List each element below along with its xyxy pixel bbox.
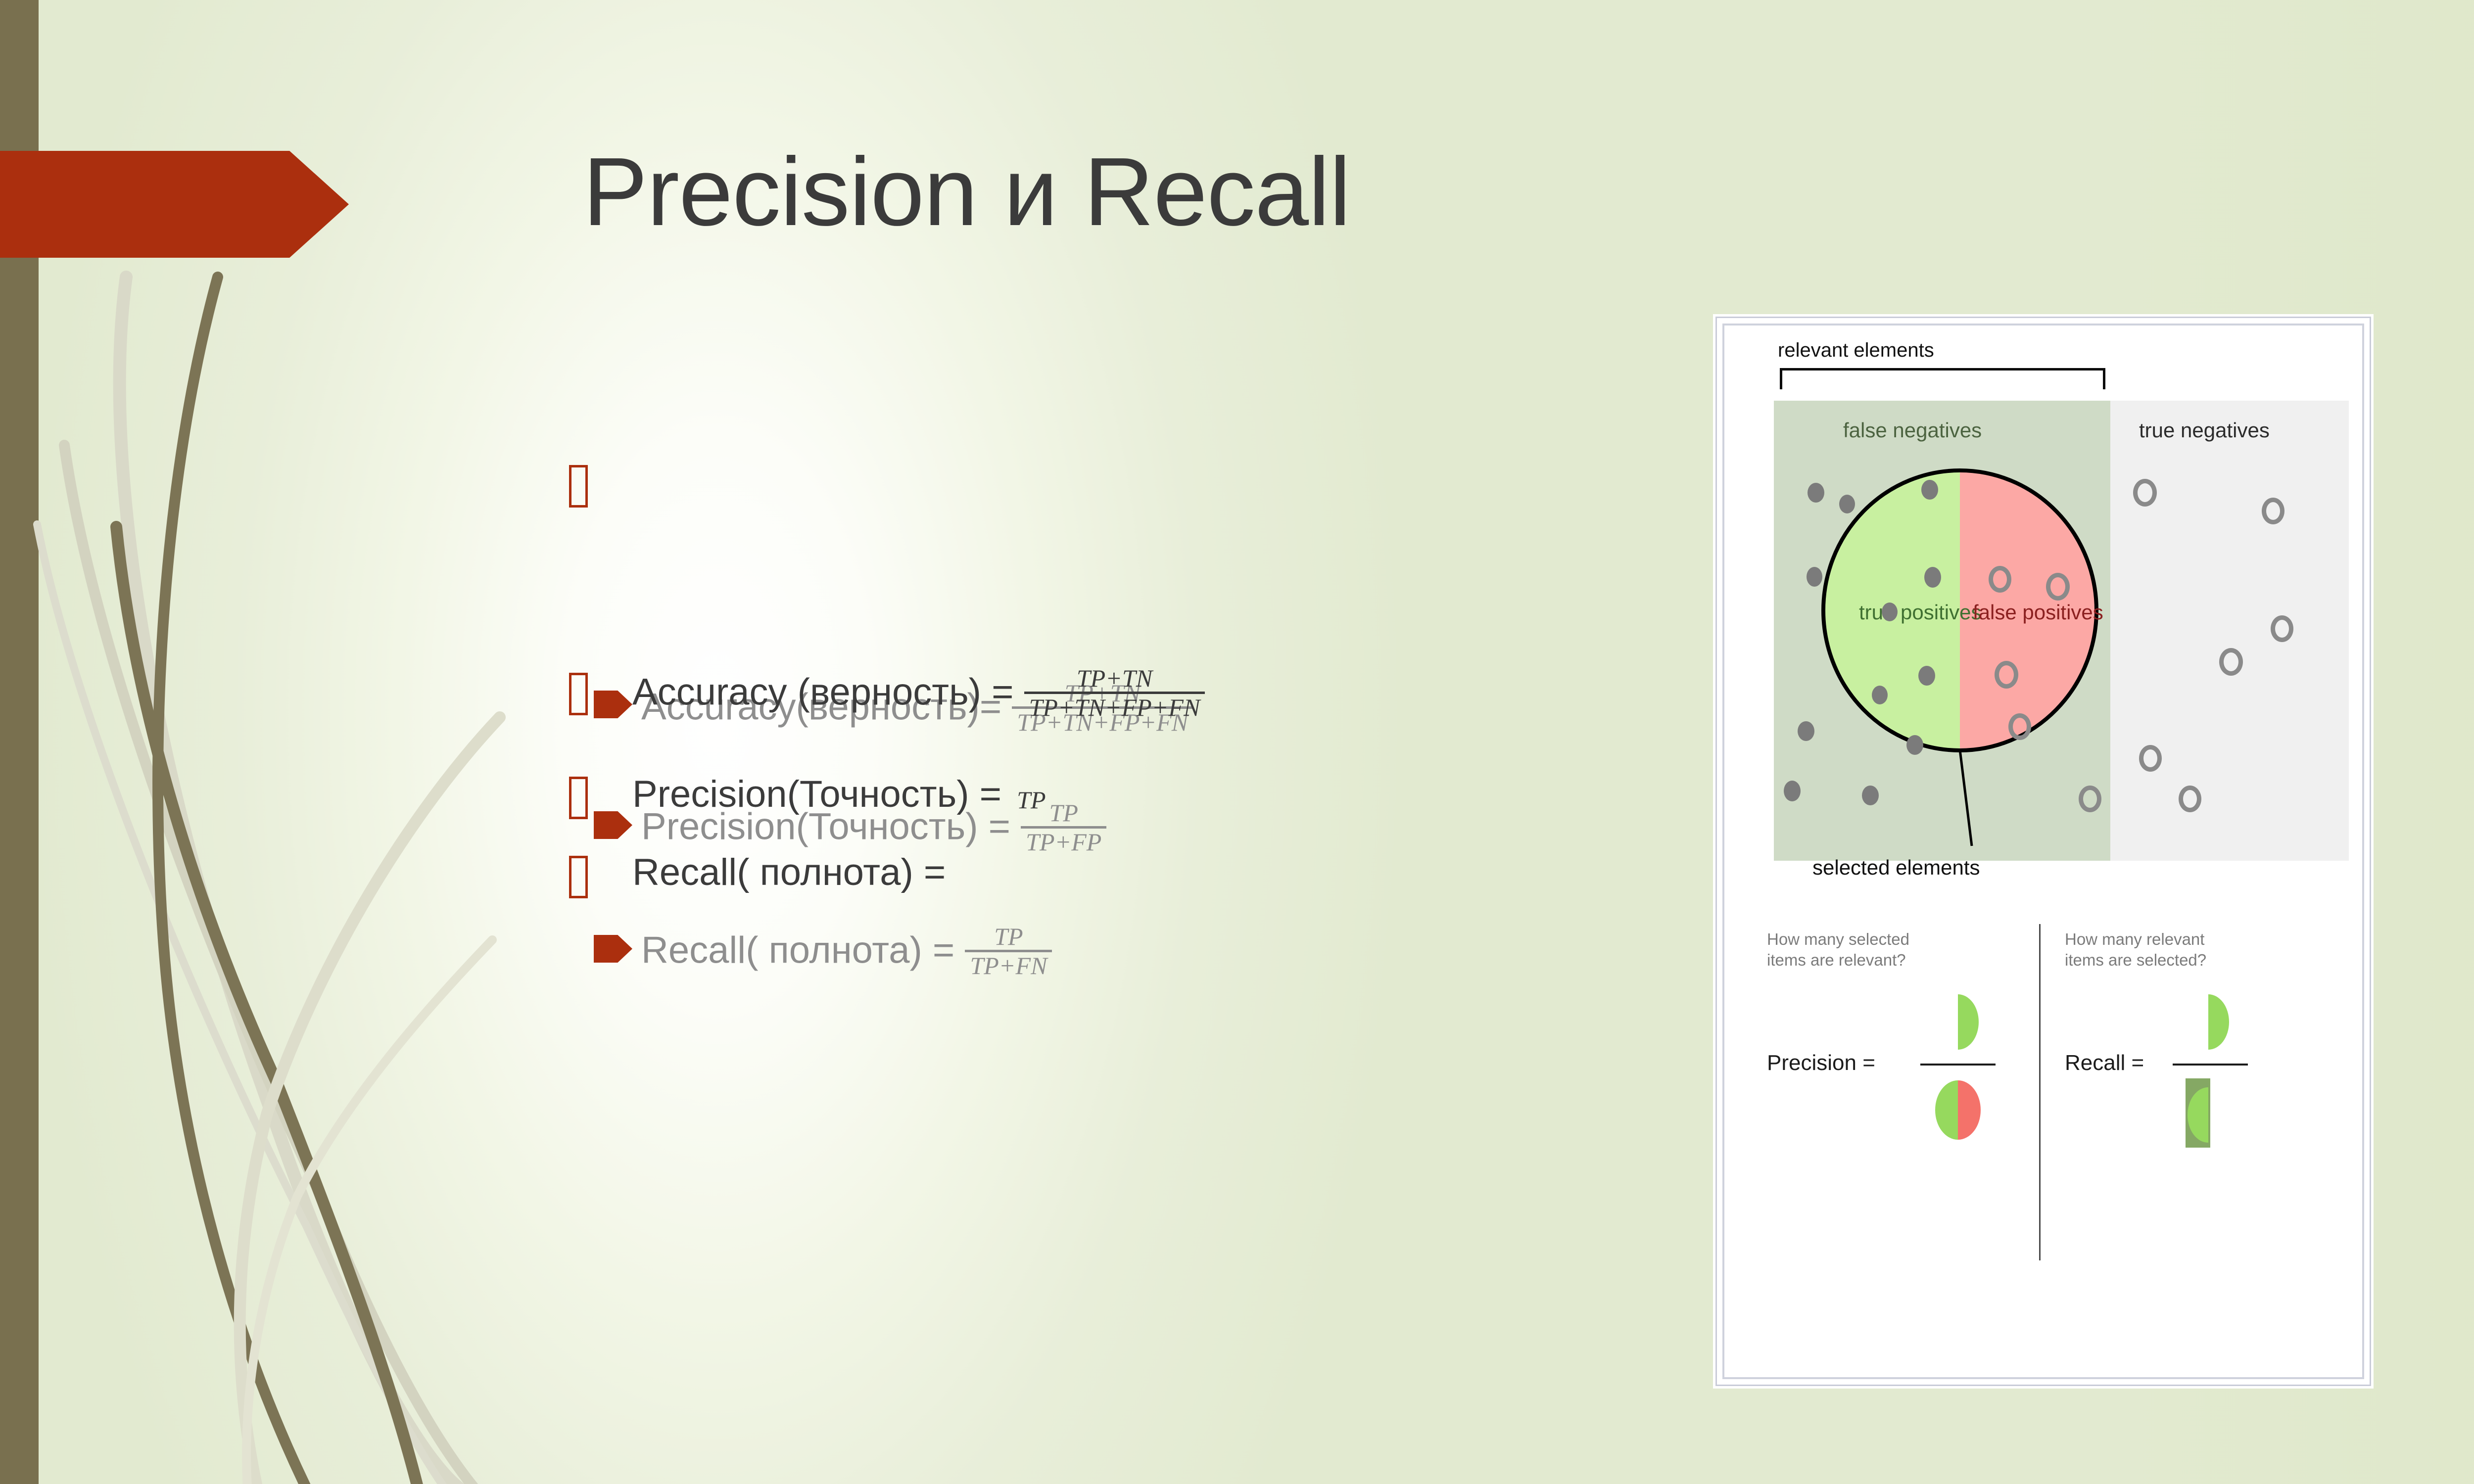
- irrelevant-band: [2110, 401, 2349, 861]
- recall-question-line1: How many relevant: [2065, 930, 2205, 948]
- relevant-item-dot: [1839, 495, 1855, 513]
- recall-label-ghost: Recall( полнота) = TP TP+FN: [641, 923, 1052, 981]
- relevant-item-dot: [1924, 567, 1941, 588]
- denominator-split-ellipse: [1935, 1080, 1981, 1140]
- precision-numerator: TP: [1017, 786, 1046, 814]
- accuracy-denominator-ghost: TP+TN+FP+FN: [1012, 706, 1193, 736]
- diagram-inner-border: relevant elements false negatives true n…: [1722, 324, 2364, 1379]
- missing-glyph-box-2: [569, 777, 588, 819]
- recall-numerator-ghost: TP: [994, 923, 1023, 950]
- selected-elements-callout: selected elements: [1812, 856, 1980, 879]
- false-positives-label: false positives: [1973, 601, 2103, 624]
- recall-question-line2: items are selected?: [2065, 951, 2207, 969]
- relevant-item-dot: [1807, 567, 1822, 587]
- irrelevant-item-ring: [2079, 786, 2101, 812]
- relevant-item-dot: [1798, 721, 1814, 741]
- panel-divider: [2039, 924, 2041, 1260]
- accuracy-label: Accuracy (верность) = TP+TN TP+TN+FP+FN: [632, 664, 1205, 723]
- irrelevant-item-ring: [2271, 615, 2293, 642]
- precision-label-ghost: Precision(Точность) = TP TP+FP: [641, 799, 1107, 857]
- page-title: Precision и Recall: [583, 138, 1351, 246]
- denominator-green-half: [2188, 1087, 2208, 1143]
- recall-denominator-ghost: TP+FN: [965, 950, 1052, 979]
- precision-question-line1: How many selected: [1767, 930, 1909, 948]
- precision-question-line2: items are relevant?: [1767, 951, 1906, 969]
- missing-glyph-box-1: [569, 673, 588, 715]
- precision-formula-label: Precision =: [1767, 1051, 1875, 1075]
- irrelevant-item-ring: [2046, 573, 2070, 601]
- numerator-green-half: [2208, 994, 2229, 1050]
- title-accent-banner: [0, 151, 349, 258]
- relevant-item-dot: [1784, 781, 1801, 801]
- precision-numerator-ghost: TP: [1049, 799, 1078, 827]
- relevant-elements-label: relevant elements: [1778, 339, 1934, 361]
- precision-label: Precision(Точность) = TP: [632, 773, 1051, 816]
- recall-formula-label: Recall =: [2065, 1051, 2144, 1075]
- false-negatives-label: false negatives: [1843, 418, 1982, 442]
- irrelevant-item-ring: [2008, 713, 2031, 740]
- irrelevant-item-ring: [2219, 648, 2243, 676]
- irrelevant-item-ring: [1989, 566, 2011, 593]
- relevant-elements-bracket: [1780, 368, 2105, 389]
- numerator-green-half: [1958, 994, 1979, 1050]
- true-positives-label: true positives: [1859, 601, 1982, 624]
- irrelevant-item-ring: [2179, 786, 2201, 812]
- recall-fraction-glyphs: [2186, 994, 2229, 1148]
- missing-glyph-box-3: [569, 856, 588, 898]
- relevant-item-dot: [1872, 686, 1888, 704]
- irrelevant-item-ring: [2133, 479, 2157, 507]
- precision-fraction-glyphs: [1935, 994, 1981, 1140]
- accuracy-denominator: TP+TN+FP+FN: [1024, 692, 1205, 721]
- true-negatives-label: true negatives: [2139, 418, 2270, 442]
- irrelevant-item-ring: [1995, 661, 2018, 689]
- relevant-item-dot: [1862, 786, 1879, 805]
- missing-glyph-box-0: [569, 465, 588, 508]
- selected-elements-ellipse: [1821, 468, 2098, 846]
- relevant-item-dot: [1906, 735, 1923, 755]
- relevant-item-dot: [1808, 483, 1824, 503]
- precision-denominator-ghost: TP+FP: [1021, 826, 1107, 855]
- relevant-item-dot: [1918, 666, 1935, 686]
- precision-fraction-bar: [1920, 1064, 1996, 1066]
- diagram-canvas: relevant elements false negatives true n…: [1724, 325, 2362, 1377]
- recall-label: Recall( полнота) =: [632, 851, 946, 893]
- recall-fraction-bar: [2173, 1064, 2248, 1066]
- relevant-item-dot: [1882, 603, 1898, 621]
- precision-recall-diagram-frame: relevant elements false negatives true n…: [1713, 314, 2374, 1389]
- irrelevant-item-ring: [2139, 745, 2162, 772]
- irrelevant-item-ring: [2262, 498, 2284, 524]
- relevant-item-dot: [1921, 480, 1938, 500]
- accuracy-numerator: TP+TN: [1076, 664, 1153, 692]
